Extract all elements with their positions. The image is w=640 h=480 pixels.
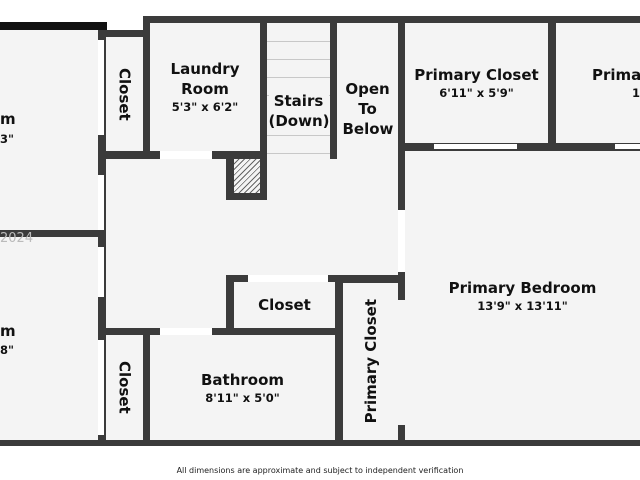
room-laundry: Laundry Room 5'3" x 6'2" xyxy=(150,23,260,151)
room-name: Open To Below xyxy=(342,80,394,138)
stair-tread xyxy=(267,153,330,154)
room-name-fragment: m xyxy=(0,110,16,128)
room-left-top xyxy=(0,30,98,230)
room-name: Closet xyxy=(115,361,134,414)
stair-tread xyxy=(267,135,330,136)
wall xyxy=(98,328,343,335)
door-opening xyxy=(248,275,328,282)
room-dim: 5'3" x 6'2" xyxy=(171,100,239,114)
wall xyxy=(0,22,107,30)
room-closet-bottom: Closet xyxy=(106,335,143,440)
room-closet-mid: Closet xyxy=(234,282,335,328)
stair-tread xyxy=(267,41,330,42)
room-name: Primary Bedroom xyxy=(448,278,597,297)
door-opening xyxy=(160,151,212,159)
room-name: Primary Closet xyxy=(414,66,539,84)
door-opening xyxy=(398,300,405,425)
door-opening xyxy=(434,144,517,149)
room-dim: 1 xyxy=(632,86,640,100)
door-opening xyxy=(398,210,405,272)
room-dim: 13'9" x 13'11" xyxy=(477,298,568,313)
room-name: Laundry Room xyxy=(170,60,240,98)
room-dim: 8'11" x 5'0" xyxy=(205,390,280,405)
room-dim-fragment: 8" xyxy=(0,343,14,357)
room-name: Stairs (Down) xyxy=(268,90,330,131)
stair-tread xyxy=(267,77,330,78)
room-primary-closet-vertical: Primary Closet xyxy=(343,283,398,440)
door-opening xyxy=(615,144,640,149)
footer-disclaimer: All dimensions are approximate and subje… xyxy=(176,466,464,475)
room-left-bottom xyxy=(0,237,98,440)
watermark: 2024 xyxy=(0,231,34,246)
wall xyxy=(0,230,100,237)
door-opening xyxy=(98,340,104,435)
door-opening xyxy=(98,247,104,297)
room-name: Prima xyxy=(592,66,640,84)
stair-tread xyxy=(267,59,330,60)
room-primary-bath: Prima 1 xyxy=(556,23,640,143)
hatched-shaft xyxy=(234,159,260,193)
room-dim-fragment: 3" xyxy=(0,132,14,146)
room-name: Closet xyxy=(115,67,134,121)
room-name: Primary Closet xyxy=(361,299,380,424)
room-name-fragment: m xyxy=(0,322,16,340)
room-dim: 6'11" x 5'9" xyxy=(439,86,514,100)
room-name: Closet xyxy=(258,296,311,314)
room-primary-closet: Primary Closet 6'11" x 5'9" xyxy=(405,23,548,143)
door-opening xyxy=(98,175,104,230)
room-closet-top: Closet xyxy=(106,37,143,151)
room-name: Bathroom xyxy=(200,370,285,389)
door-opening xyxy=(160,328,212,335)
wall xyxy=(0,440,143,446)
door-opening xyxy=(98,40,104,135)
